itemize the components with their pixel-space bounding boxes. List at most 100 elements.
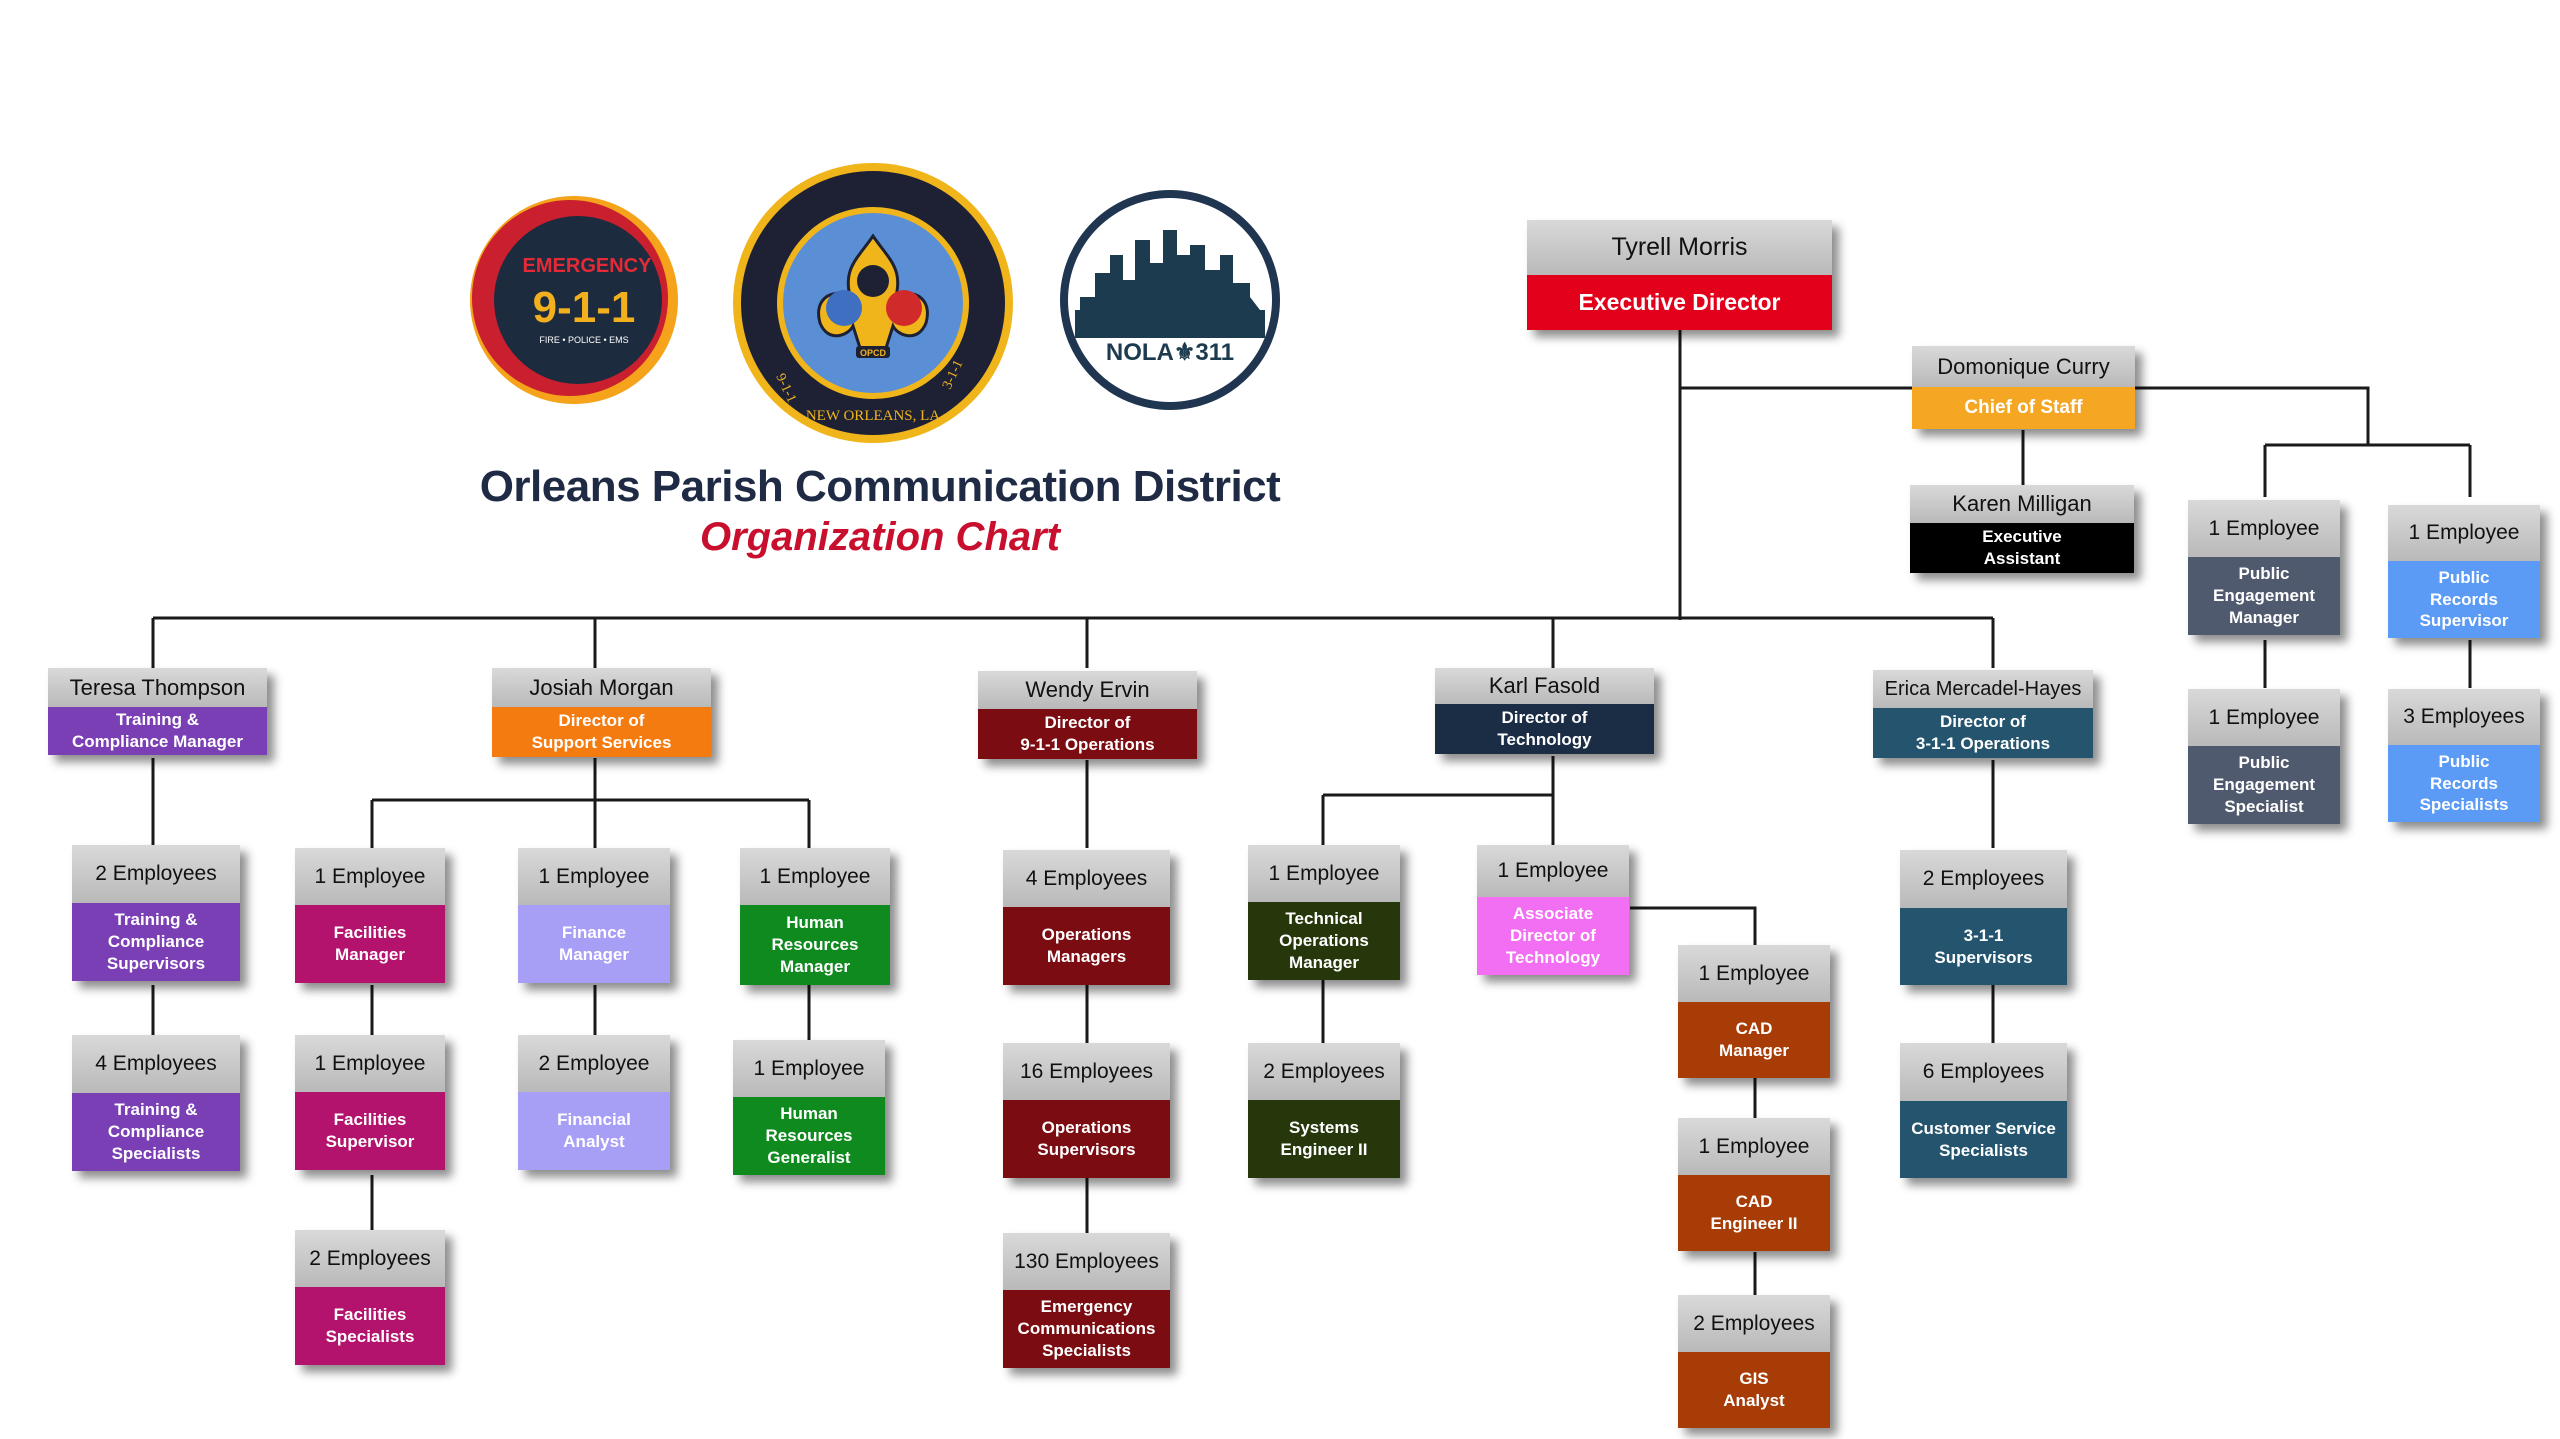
node-name: Karen Milligan	[1910, 485, 2134, 523]
node-count: 1 Employee	[1477, 845, 1629, 897]
node-count: 2 Employee	[518, 1035, 670, 1092]
node-count: 2 Employees	[72, 845, 240, 903]
opcd-seal-center: OPCD	[860, 348, 887, 358]
node-training-compliance-supervisors: 2 Employees Training & Compliance Superv…	[72, 845, 240, 981]
node-role: Facilities Specialists	[295, 1287, 445, 1365]
node-technical-operations-manager: 1 Employee Technical Operations Manager	[1248, 845, 1400, 980]
node-role: Technical Operations Manager	[1248, 902, 1400, 980]
node-count: 1 Employee	[2188, 500, 2340, 557]
node-role: GIS Analyst	[1678, 1352, 1830, 1428]
node-count: 4 Employees	[72, 1035, 240, 1093]
node-executive-assistant: Karen Milligan Executive Assistant	[1910, 485, 2134, 573]
node-facilities-manager: 1 Employee Facilities Manager	[295, 848, 445, 983]
node-title: Director of Support Services	[492, 707, 711, 757]
node-count: 130 Employees	[1003, 1233, 1170, 1290]
node-count: 1 Employee	[2188, 689, 2340, 746]
chart-title: Orleans Parish Communication District	[479, 462, 1281, 511]
node-count: 4 Employees	[1003, 850, 1170, 907]
node-hr-manager: 1 Employee Human Resources Manager	[740, 848, 890, 985]
node-count: 1 Employee	[518, 848, 670, 905]
node-role: Training & Compliance Specialists	[72, 1093, 240, 1171]
node-title: Executive Director	[1527, 275, 1832, 330]
node-name: Domonique Curry	[1912, 346, 2135, 387]
node-associate-director-technology: 1 Employee Associate Director of Technol…	[1477, 845, 1629, 975]
node-public-engagement-manager: 1 Employee Public Engagement Manager	[2188, 500, 2340, 635]
node-count: 1 Employee	[1678, 1118, 1830, 1175]
node-count: 1 Employee	[1248, 845, 1400, 902]
nola-logo-text: NOLA⚜311	[1106, 339, 1234, 366]
node-role: Operations Managers	[1003, 907, 1170, 985]
node-director-support-services: Josiah Morgan Director of Support Servic…	[492, 668, 711, 757]
node-emergency-communications-specialists: 130 Employees Emergency Communications S…	[1003, 1233, 1170, 1368]
node-training-compliance-specialists: 4 Employees Training & Compliance Specia…	[72, 1035, 240, 1171]
node-count: 1 Employee	[1678, 945, 1830, 1002]
node-role: Training & Compliance Supervisors	[72, 903, 240, 981]
node-title: Director of 9-1-1 Operations	[978, 709, 1197, 759]
node-count: 2 Employees	[1900, 850, 2067, 908]
node-title: Director of Technology	[1435, 704, 1654, 754]
node-role: Associate Director of Technology	[1477, 897, 1629, 975]
node-count: 3 Employees	[2388, 689, 2540, 745]
node-public-records-supervisor: 1 Employee Public Records Supervisor	[2388, 505, 2540, 638]
node-role: Customer Service Specialists	[1900, 1101, 2067, 1178]
node-public-records-specialists: 3 Employees Public Records Specialists	[2388, 689, 2540, 822]
node-facilities-supervisor: 1 Employee Facilities Supervisor	[295, 1035, 445, 1170]
node-cad-manager: 1 Employee CAD Manager	[1678, 945, 1830, 1078]
node-count: 2 Employees	[1248, 1043, 1400, 1100]
node-customer-service-specialists: 6 Employees Customer Service Specialists	[1900, 1043, 2067, 1178]
node-role: Public Engagement Specialist	[2188, 746, 2340, 824]
node-role: Public Records Supervisor	[2388, 561, 2540, 638]
chart-subtitle: Organization Chart	[699, 515, 1061, 559]
emergency-logo-line1: EMERGENCY	[523, 255, 653, 277]
node-title: Executive Assistant	[1910, 523, 2134, 573]
node-role: Public Records Specialists	[2388, 745, 2540, 822]
node-chief-of-staff: Domonique Curry Chief of Staff	[1912, 346, 2135, 429]
node-systems-engineer: 2 Employees Systems Engineer II	[1248, 1043, 1400, 1178]
node-count: 1 Employee	[295, 1035, 445, 1092]
node-title: Training & Compliance Manager	[48, 707, 267, 755]
node-count: 1 Employee	[740, 848, 890, 905]
emergency-logo-line2: 9-1-1	[533, 283, 636, 332]
node-count: 1 Employee	[733, 1040, 885, 1097]
node-role: Finance Manager	[518, 905, 670, 983]
node-finance-manager: 1 Employee Finance Manager	[518, 848, 670, 983]
node-role: Emergency Communications Specialists	[1003, 1290, 1170, 1368]
node-director-technology: Karl Fasold Director of Technology	[1435, 668, 1654, 754]
node-name: Josiah Morgan	[492, 668, 711, 707]
node-count: 2 Employees	[295, 1230, 445, 1287]
node-name: Karl Fasold	[1435, 668, 1654, 704]
node-role: Facilities Manager	[295, 905, 445, 983]
nola-311-logo: NOLA⚜311	[1060, 190, 1280, 410]
node-training-compliance-manager: Teresa Thompson Training & Compliance Ma…	[48, 668, 267, 755]
node-role: CAD Manager	[1678, 1002, 1830, 1078]
emergency-logo-line3: FIRE • POLICE • EMS	[539, 335, 628, 345]
emergency-911-logo: EMERGENCY 9-1-1 FIRE • POLICE • EMS	[470, 196, 678, 404]
node-financial-analyst: 2 Employee Financial Analyst	[518, 1035, 670, 1170]
node-public-engagement-specialist: 1 Employee Public Engagement Specialist	[2188, 689, 2340, 824]
node-name: Tyrell Morris	[1527, 220, 1832, 275]
node-role: Facilities Supervisor	[295, 1092, 445, 1170]
node-name: Teresa Thompson	[48, 668, 267, 707]
node-name: Wendy Ervin	[978, 671, 1197, 709]
node-director-911-operations: Wendy Ervin Director of 9-1-1 Operations	[978, 671, 1197, 759]
node-director-311-operations: Erica Mercadel-Hayes Director of 3-1-1 O…	[1873, 670, 2093, 758]
node-facilities-specialists: 2 Employees Facilities Specialists	[295, 1230, 445, 1365]
node-title: Chief of Staff	[1912, 387, 2135, 429]
node-role: Operations Supervisors	[1003, 1100, 1170, 1178]
node-role: Public Engagement Manager	[2188, 557, 2340, 635]
node-311-supervisors: 2 Employees 3-1-1 Supervisors	[1900, 850, 2067, 985]
opcd-seal-bottom: NEW ORLEANS, LA	[806, 408, 940, 424]
node-name: Erica Mercadel-Hayes	[1873, 670, 2093, 708]
node-count: 1 Employee	[295, 848, 445, 905]
node-operations-supervisors: 16 Employees Operations Supervisors	[1003, 1043, 1170, 1178]
node-role: Financial Analyst	[518, 1092, 670, 1170]
node-operations-managers: 4 Employees Operations Managers	[1003, 850, 1170, 985]
node-count: 16 Employees	[1003, 1043, 1170, 1100]
node-count: 2 Employees	[1678, 1295, 1830, 1352]
node-role: Human Resources Manager	[740, 905, 890, 985]
opcd-seal-logo: OPCD 9-1-1 3-1-1 NEW ORLEANS, LA	[733, 163, 1013, 443]
node-role: CAD Engineer II	[1678, 1175, 1830, 1251]
node-count: 6 Employees	[1900, 1043, 2067, 1101]
